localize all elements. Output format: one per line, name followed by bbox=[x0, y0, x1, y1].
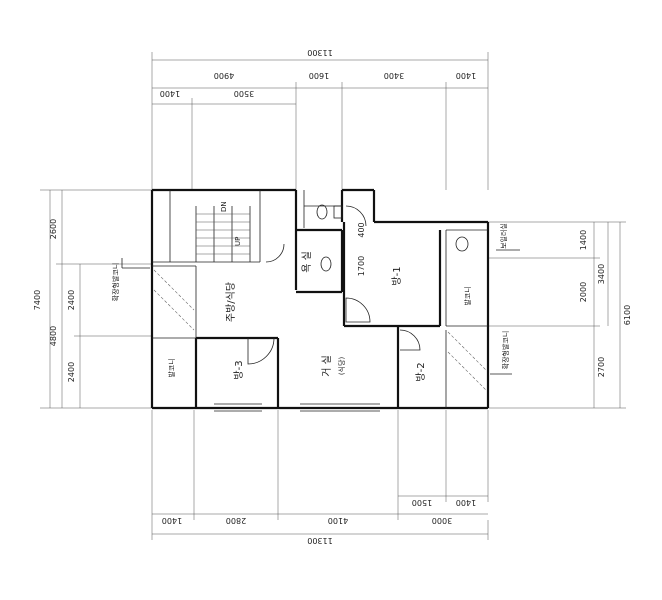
stair-label-dn: DN bbox=[220, 201, 228, 212]
toilet-upper bbox=[316, 204, 328, 220]
dim-right-total: 6100 bbox=[623, 305, 632, 325]
room-living: 거 실 bbox=[321, 355, 333, 377]
dim-bottom-f: 3000 bbox=[432, 516, 452, 525]
dim-top-c: 3400 bbox=[384, 71, 404, 80]
dim-top-d: 1400 bbox=[456, 71, 476, 80]
right-dimensions: 1400 2000 2700 3400 6100 보일러실 확장형발코니 bbox=[488, 221, 632, 409]
note-left-expansion: 확장형발코니 bbox=[111, 263, 120, 302]
dim-inner-b: 1700 bbox=[357, 256, 366, 276]
dim-left-c: 2400 bbox=[67, 290, 76, 310]
dim-left-d: 2400 bbox=[67, 362, 76, 382]
dim-left-a: 2600 bbox=[49, 219, 58, 239]
dim-bottom-a: 1500 bbox=[412, 498, 432, 507]
dim-top-f: 3500 bbox=[234, 89, 254, 98]
dim-bottom-c: 1400 bbox=[162, 516, 182, 525]
dim-right-c: 2700 bbox=[597, 357, 606, 377]
dim-left-total: 7400 bbox=[33, 290, 42, 310]
room-kitchen: 주방/식당 bbox=[225, 282, 237, 322]
top-dimensions: 11300 4900 1600 3400 1400 1400 3500 bbox=[151, 48, 489, 190]
room-balcony-right: 발코니 bbox=[463, 286, 472, 305]
dim-bottom-d: 2800 bbox=[226, 516, 246, 525]
note-right-expansion: 확장형발코니 bbox=[501, 331, 510, 370]
room-bang2: 방-2 bbox=[415, 362, 427, 381]
dim-right-a: 1400 bbox=[579, 230, 588, 250]
dim-right-b: 2000 bbox=[579, 282, 588, 302]
dim-left-b: 4800 bbox=[49, 326, 58, 346]
outer-walls bbox=[150, 188, 490, 410]
dim-top-b: 1600 bbox=[309, 71, 329, 80]
dim-top-e: 1400 bbox=[160, 89, 180, 98]
room-living-sub: (식당) bbox=[337, 357, 346, 376]
stairs: UP DN bbox=[195, 201, 251, 262]
dim-bottom-b: 1400 bbox=[456, 498, 476, 507]
windows bbox=[214, 403, 380, 412]
dim-bottom-e: 4100 bbox=[328, 516, 348, 525]
balcony-hatch bbox=[153, 269, 487, 391]
dim-inner-a: 400 bbox=[357, 222, 366, 237]
dim-top-a: 4900 bbox=[214, 71, 234, 80]
bottom-dimensions: 1500 1400 1400 2800 4100 3000 11300 bbox=[151, 410, 489, 545]
stair-label-up: UP bbox=[234, 237, 242, 246]
toilet-right bbox=[455, 236, 469, 252]
left-dimensions: 7400 2600 4800 2400 2400 확장형발코니 bbox=[33, 189, 152, 409]
room-bang1: 방-1 bbox=[391, 266, 403, 285]
dim-bottom-total: 11300 bbox=[307, 536, 332, 545]
dim-right-d: 3400 bbox=[597, 264, 606, 284]
room-bath: 욕 실 bbox=[301, 251, 313, 273]
interior-walls bbox=[152, 190, 488, 408]
fixtures bbox=[316, 204, 469, 272]
note-right-boiler: 보일러실 bbox=[499, 223, 508, 249]
room-balcony-left: 발코니 bbox=[167, 358, 176, 377]
toilet-bath bbox=[320, 256, 332, 272]
room-labels: 방-1 방-2 방-3 거 실 (식당) 주방/식당 욕 실 발코니 발코니 bbox=[167, 251, 472, 381]
room-bang3: 방-3 bbox=[233, 360, 245, 379]
doors bbox=[247, 205, 421, 365]
dim-top-total: 11300 bbox=[307, 48, 332, 57]
